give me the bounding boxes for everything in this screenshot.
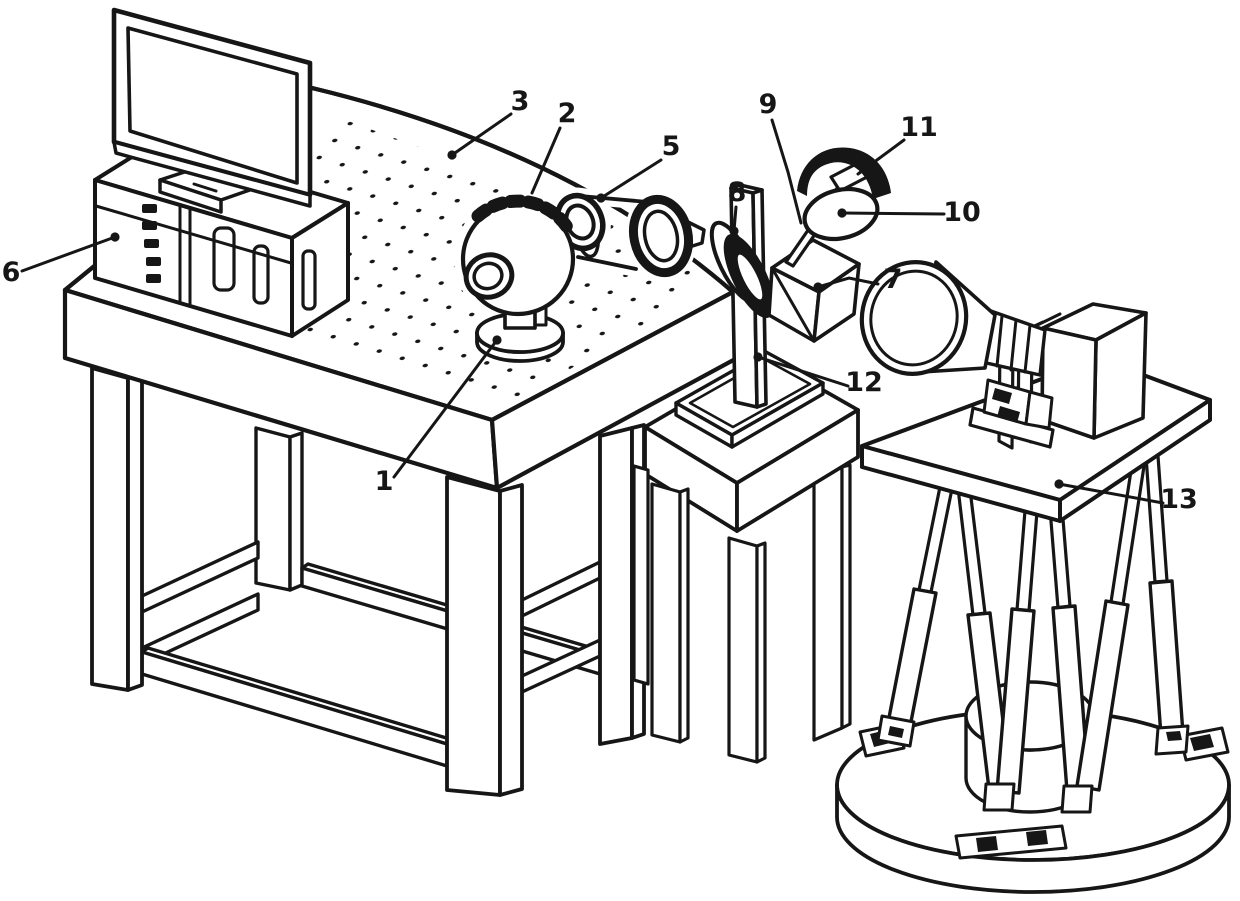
part-callout-8: 8 [728,177,747,208]
part-callout-13: 13 [1160,484,1198,515]
driver-block [997,302,1148,450]
hexapod-legs [885,449,1185,795]
monitor-screen [126,26,299,185]
part-callout-12: 12 [845,367,883,398]
callout-anchor-8 [729,226,739,236]
dark-cap [797,147,891,199]
part-callout-10: 10 [943,197,981,228]
callout-leader-3 [450,112,513,157]
part-callout-9: 9 [759,89,778,120]
callout-anchor-6 [110,232,120,242]
callout-leader-2 [530,126,562,195]
hexapod-platform [835,449,1231,894]
part-callout-3: 3 [511,86,530,117]
callout-anchor-5 [596,193,606,203]
callout-leader-10 [840,211,946,216]
callout-anchor-7 [813,282,823,292]
support-stool [632,350,860,764]
part-callout-6: 6 [2,257,21,288]
callout-leader-5 [599,158,663,200]
part-callout-5: 5 [662,131,681,162]
part-callout-11: 11 [900,112,938,143]
callout-anchor-3 [447,150,457,160]
horn-emitter [859,260,1148,450]
sensor-box [767,238,861,343]
callout-leader-6 [20,235,117,273]
callout-leader-12 [756,355,850,388]
horn-bracket [968,378,1055,449]
table-legs [90,366,646,797]
monitor [111,7,313,214]
callout-leader-9 [770,118,803,225]
eyeball-model [460,194,576,363]
part-callout-7: 7 [884,264,903,295]
eyeball-collar [471,194,574,234]
callout-leader-11 [856,138,906,176]
callout-anchor-12 [753,352,763,362]
part-callout-1: 1 [375,466,394,497]
callout-anchor-13 [1054,479,1064,489]
table-leg-rear [254,426,292,592]
part-callout-2: 2 [558,98,577,129]
table-lower-rails [140,540,608,768]
tower-buttons [142,204,161,283]
horn-mouth [859,260,969,376]
callout-leader-13 [1057,482,1165,505]
callout-leader-1 [392,338,499,479]
stool-legs [632,463,852,764]
callout-anchor-1 [492,335,502,345]
callout-anchor-10 [837,208,847,218]
leg-feet [876,714,1190,814]
callout-leader-7 [816,276,880,289]
tower-drive-slots [212,226,317,311]
